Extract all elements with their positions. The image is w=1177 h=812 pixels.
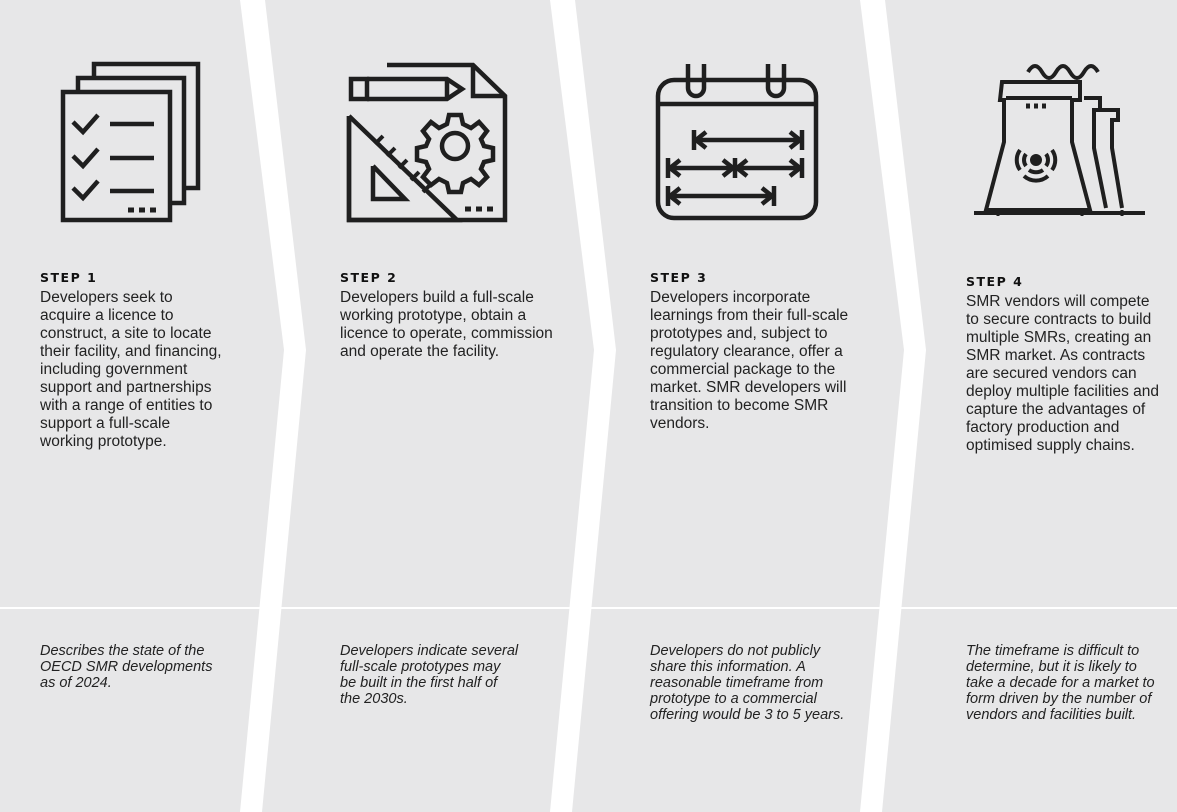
step-4-column: STEP 4 SMR vendors will compete to secur… [930,0,1177,812]
step-2-label: STEP 2 [340,270,398,285]
step-1-label: STEP 1 [40,270,98,285]
step-2-note: Developers indicate several full-scale p… [340,643,519,707]
step-3-note: Developers do not publicly share this in… [650,643,845,723]
step-3-description: Developers incorporate learnings from th… [650,289,849,432]
nuclear-plant-icon [974,64,1145,216]
step-3-column: STEP 3 Developers incorporate learnings … [612,0,892,812]
calendar-timeline-icon [655,64,819,221]
step-4-note: The timeframe is difficult to determine,… [966,643,1155,723]
step-2-description: Developers build a full-scale working pr… [340,289,553,360]
step-1-column: STEP 1 Developers seek to acquire a lice… [0,0,280,812]
step-3-label: STEP 3 [650,270,708,285]
step-4-label: STEP 4 [966,274,1024,289]
step-2-column: STEP 2 Developers build a full-scale wor… [300,0,580,812]
blueprint-gear-icon [346,62,508,223]
step-1-note: Describes the state of the OECD SMR deve… [40,643,213,691]
step-1-description: Developers seek to acquire a licence to … [40,289,222,450]
step-4-description: SMR vendors will compete to secure contr… [966,293,1159,454]
checklist-icon [60,61,201,223]
